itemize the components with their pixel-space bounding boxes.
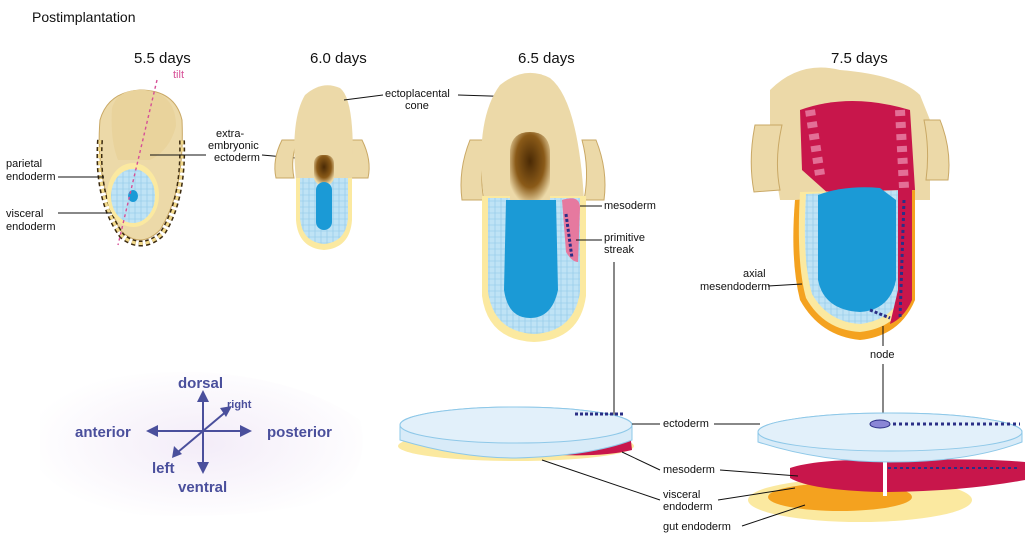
embryo-5-5-days: tilt [99, 69, 184, 245]
embryo-6-5-days [461, 73, 605, 342]
label-extraembryonic-line1: extra- [216, 128, 244, 140]
label-extraembryonic-line3: ectoderm [214, 152, 260, 164]
label-primitive-streak-line1: primitive [604, 232, 645, 244]
label-ectoplacental-line2: cone [405, 100, 429, 112]
label-mesoderm-1: mesoderm [604, 200, 656, 212]
leader-visceral-2-left [542, 460, 660, 500]
leader-ecto-left [344, 95, 383, 100]
label-extraembryonic-line2: embryonic [208, 140, 259, 152]
axis-dorsal: dorsal [178, 375, 223, 392]
axis-ventral: ventral [178, 479, 227, 496]
label-visceral-endoderm-2-line2: endoderm [663, 501, 713, 513]
axis-right: right [227, 399, 252, 411]
label-mesoderm-2: mesoderm [663, 464, 715, 476]
label-ectoplacental-line1: ectoplacental [385, 88, 450, 100]
label-ectoderm: ectoderm [663, 418, 709, 430]
stage-label-7-5: 7.5 days [831, 50, 888, 67]
stage-label-6-0: 6.0 days [310, 50, 367, 67]
embryo-6-0-days [275, 85, 369, 250]
axis-left: left [152, 460, 175, 477]
label-tilt: tilt [173, 69, 184, 81]
stage-label-6-5: 6.5 days [518, 50, 575, 67]
label-visceral-endoderm-line2: endoderm [6, 221, 56, 233]
label-parietal-endoderm-line2: endoderm [6, 171, 56, 183]
axis-posterior: posterior [267, 424, 332, 441]
leader-mesoderm-2-left [622, 452, 660, 470]
leader-mesoderm-2-right [720, 470, 798, 476]
label-visceral-endoderm-line1: visceral [6, 208, 43, 220]
label-axial-line2: mesendoderm [700, 281, 770, 293]
label-parietal-endoderm-line1: parietal [6, 158, 42, 170]
disc-6-5-days [398, 407, 634, 461]
label-gut-endoderm: gut endoderm [663, 521, 731, 533]
embryo-7-5-days [751, 68, 949, 341]
stage-label-5-5: 5.5 days [134, 50, 191, 67]
label-axial-line1: axial [743, 268, 766, 280]
axis-anterior: anterior [75, 424, 131, 441]
disc-7-5-days [748, 413, 1025, 522]
label-primitive-streak-line2: streak [604, 244, 634, 256]
figure-title: Postimplantation [32, 9, 136, 25]
label-visceral-endoderm-2-line1: visceral [663, 489, 700, 501]
label-node: node [870, 349, 894, 361]
